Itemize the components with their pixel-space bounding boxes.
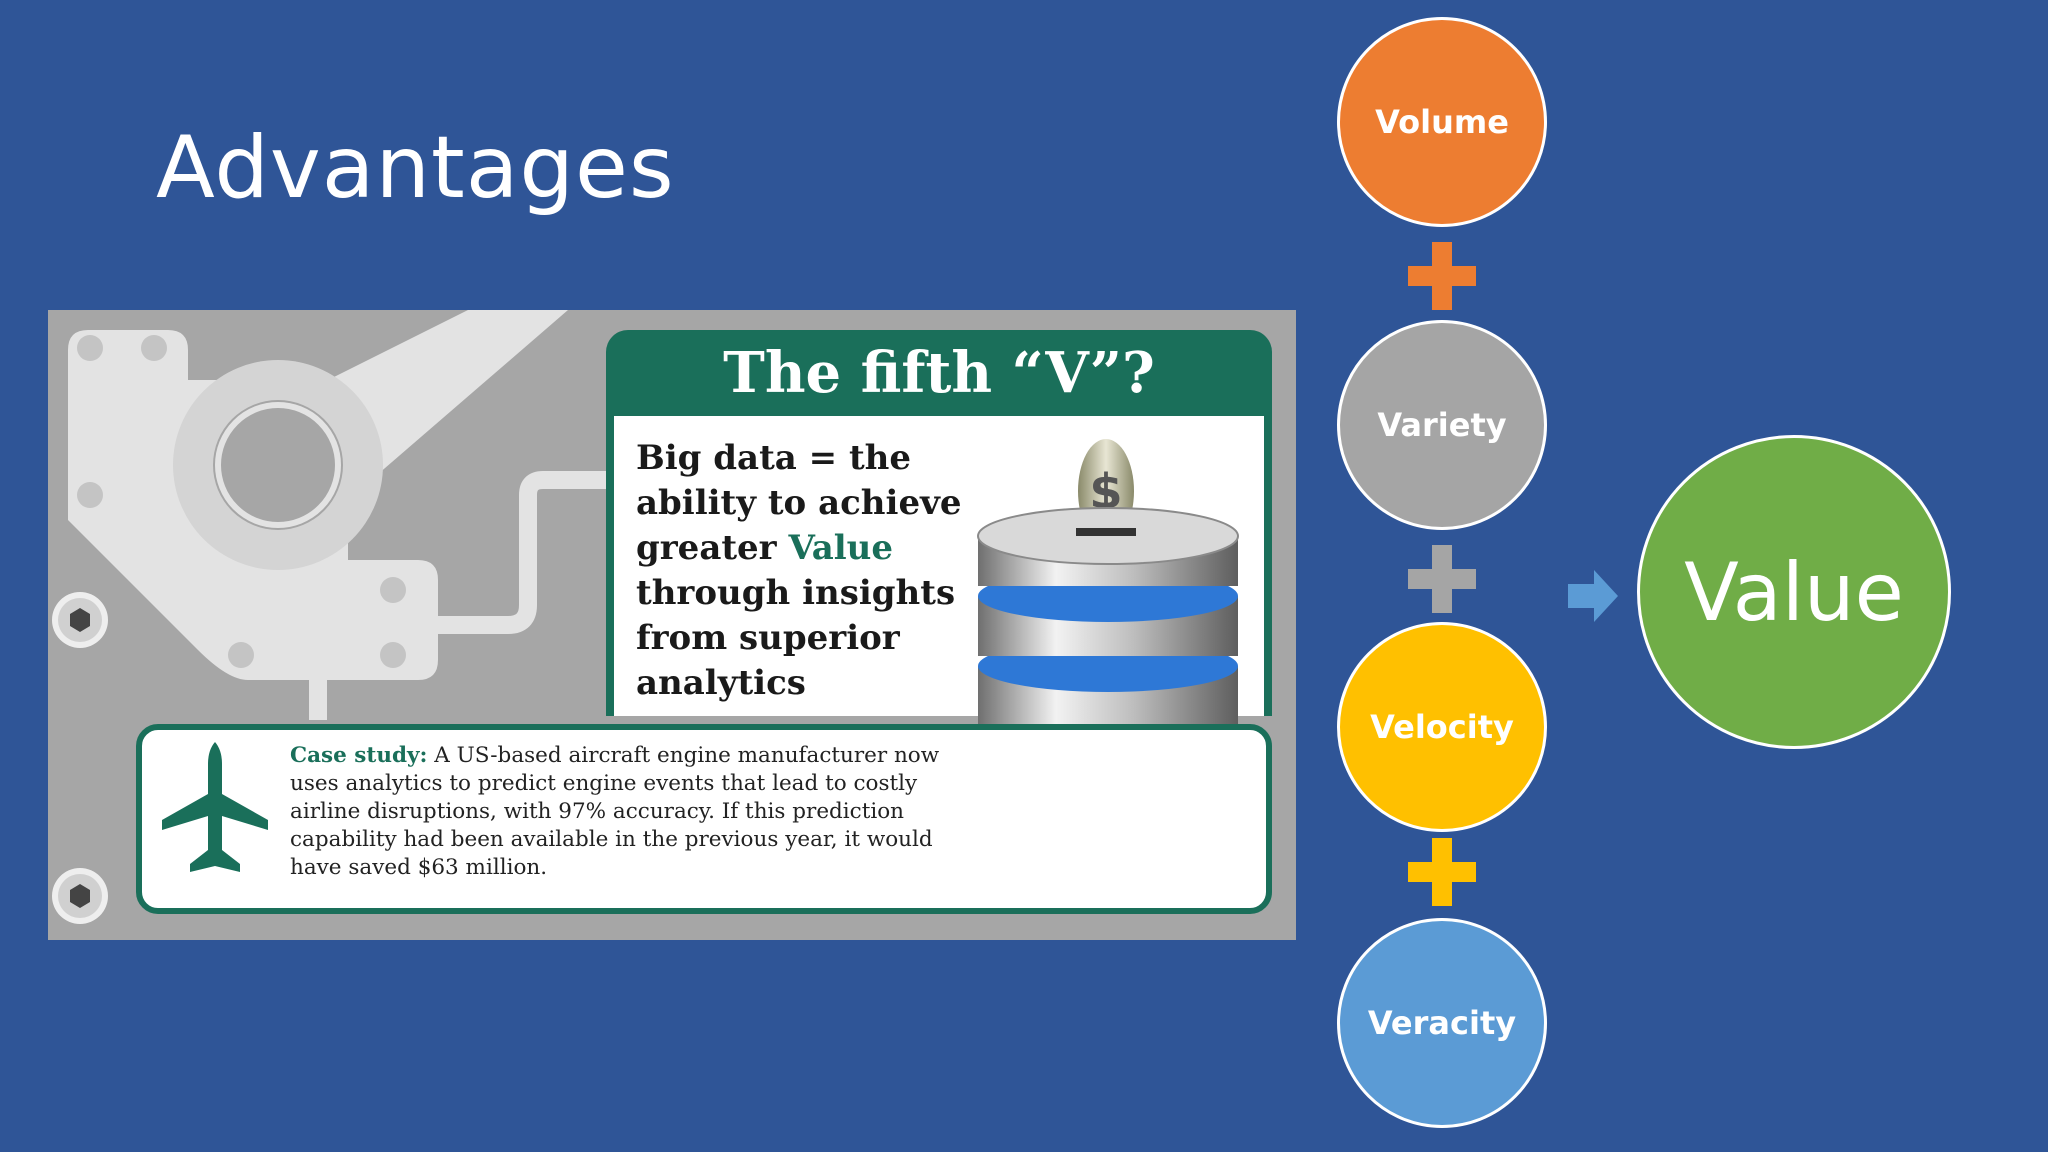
case-study-box <box>136 724 1272 914</box>
case-study-body: A US-based aircraft engine manufacturer … <box>290 743 940 880</box>
slide-title: Advantages <box>156 118 675 218</box>
volume-circle: Volume <box>1337 17 1547 227</box>
arrow-right-icon <box>1568 570 1618 622</box>
machine-part-illustration <box>68 310 608 720</box>
plus-icon <box>1408 242 1476 310</box>
plus-icon <box>1408 838 1476 906</box>
infographic-image: The fifth “V”? Big data = the ability to… <box>48 310 1296 940</box>
statement-text: Big data = the ability to achieve greate… <box>636 438 962 568</box>
velocity-circle: Velocity <box>1337 622 1547 832</box>
screw-icon <box>52 592 108 648</box>
infographic-statement: Big data = the ability to achieve greate… <box>636 436 996 706</box>
variety-circle: Variety <box>1337 320 1547 530</box>
airplane-icon <box>162 742 268 872</box>
statement-text-end: through insights from superior analytics <box>636 573 956 703</box>
case-study-text: Case study: A US-based aircraft engine m… <box>290 742 950 882</box>
case-study-label: Case study: <box>290 743 428 768</box>
screw-icon <box>52 868 108 924</box>
value-circle: Value <box>1637 435 1951 749</box>
infographic-header: The fifth “V”? <box>606 330 1272 416</box>
veracity-circle: Veracity <box>1337 918 1547 1128</box>
plus-icon <box>1408 545 1476 613</box>
statement-highlight: Value <box>788 528 894 568</box>
